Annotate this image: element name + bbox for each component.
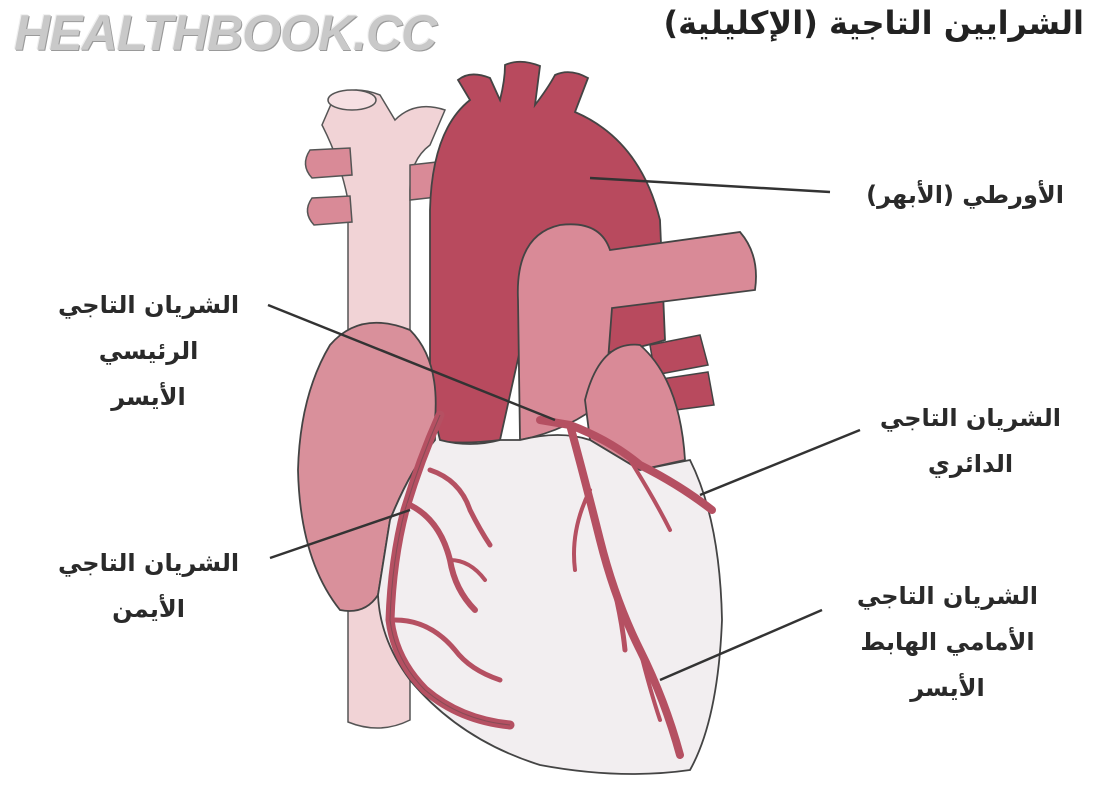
left-main-coronary-artery — [540, 420, 570, 425]
label-left-main-coronary: الشريان التاجي الرئيسي الأيسر — [58, 282, 239, 420]
label-left-main-line3: الأيسر — [58, 374, 239, 420]
pulmonary-vein-left-upper — [305, 148, 352, 178]
leader-circumflex — [700, 430, 860, 495]
label-lad-line3: الأيسر — [857, 665, 1038, 711]
label-aorta: الأورطي (الأبهر) — [866, 172, 1064, 218]
label-left-main-line1: الشريان التاجي — [58, 282, 239, 328]
label-circumflex: الشريان التاجي الدائري — [880, 395, 1061, 487]
label-lad: الشريان التاجي الأمامي الهابط الأيسر — [857, 573, 1038, 711]
label-aorta-line1: الأورطي (الأبهر) — [866, 172, 1064, 218]
label-right-coronary: الشريان التاجي الأيمن — [58, 540, 239, 632]
vena-cava-opening — [328, 90, 376, 110]
label-circumflex-line1: الشريان التاجي — [880, 395, 1061, 441]
label-left-main-line2: الرئيسي — [58, 328, 239, 374]
label-right-line2: الأيمن — [58, 586, 239, 632]
label-lad-line2: الأمامي الهابط — [857, 619, 1038, 665]
label-right-line1: الشريان التاجي — [58, 540, 239, 586]
label-circumflex-line2: الدائري — [880, 441, 1061, 487]
label-lad-line1: الشريان التاجي — [857, 573, 1038, 619]
pulmonary-vein-left-lower — [307, 196, 352, 225]
